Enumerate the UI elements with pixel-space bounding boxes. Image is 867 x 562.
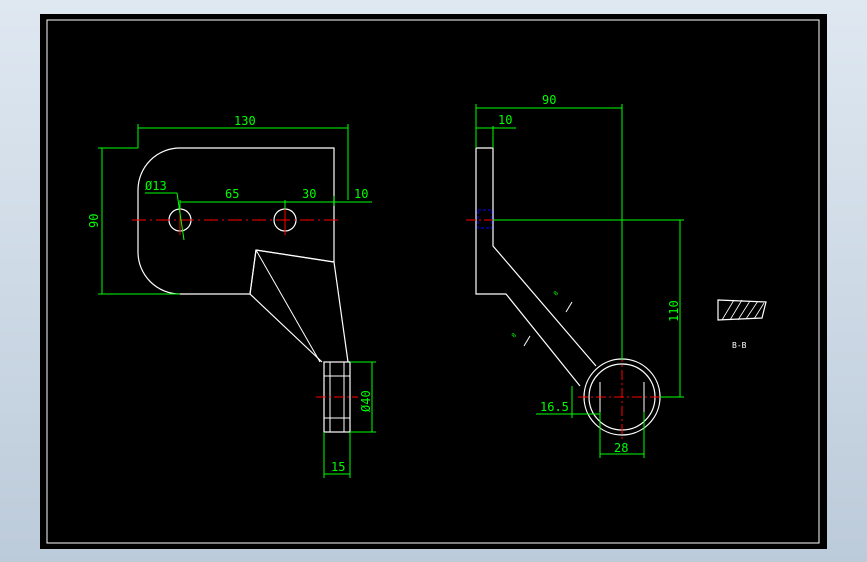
section-hatch bbox=[721, 299, 765, 321]
dim-90-front: 90 bbox=[87, 214, 101, 228]
front-arm-edge bbox=[255, 249, 321, 363]
front-view-dimensions bbox=[98, 124, 376, 478]
sheet-border bbox=[46, 19, 820, 544]
front-view bbox=[132, 147, 358, 433]
dim-65: 65 bbox=[225, 187, 239, 201]
section-label: B-B bbox=[732, 341, 747, 350]
dim-16-5: 16.5 bbox=[540, 400, 569, 414]
section-mark-upper bbox=[565, 301, 573, 313]
section-view: B-B bbox=[717, 299, 767, 350]
dim-10-front: 10 bbox=[354, 187, 368, 201]
dim-90-side: 90 bbox=[542, 93, 556, 107]
dim-hole-dia: Ø13 bbox=[145, 179, 167, 193]
front-arm bbox=[249, 249, 349, 363]
side-view bbox=[466, 147, 666, 442]
dim-28: 28 bbox=[614, 441, 628, 455]
dim-10-side: 10 bbox=[498, 113, 512, 127]
dim-130: 130 bbox=[234, 114, 256, 128]
dim-110: 110 bbox=[667, 300, 681, 322]
section-mark-lower bbox=[523, 335, 531, 347]
front-view-dimension-text: 130 90 Ø13 65 30 10 Ø40 15 bbox=[87, 114, 373, 474]
arm-mark-upper: 8 bbox=[552, 290, 560, 298]
arm-mark-lower: 8 bbox=[510, 332, 518, 340]
dim-boss-dia: Ø40 bbox=[359, 390, 373, 412]
side-view-dimensions bbox=[475, 104, 684, 458]
side-view-dimension-text: 90 10 110 16.5 28 8 8 bbox=[498, 93, 681, 455]
side-profile-outline bbox=[475, 147, 597, 387]
side-hidden-hole bbox=[477, 209, 493, 229]
dim-15: 15 bbox=[331, 460, 345, 474]
drawing-sheet bbox=[40, 14, 827, 549]
dim-30: 30 bbox=[302, 187, 316, 201]
